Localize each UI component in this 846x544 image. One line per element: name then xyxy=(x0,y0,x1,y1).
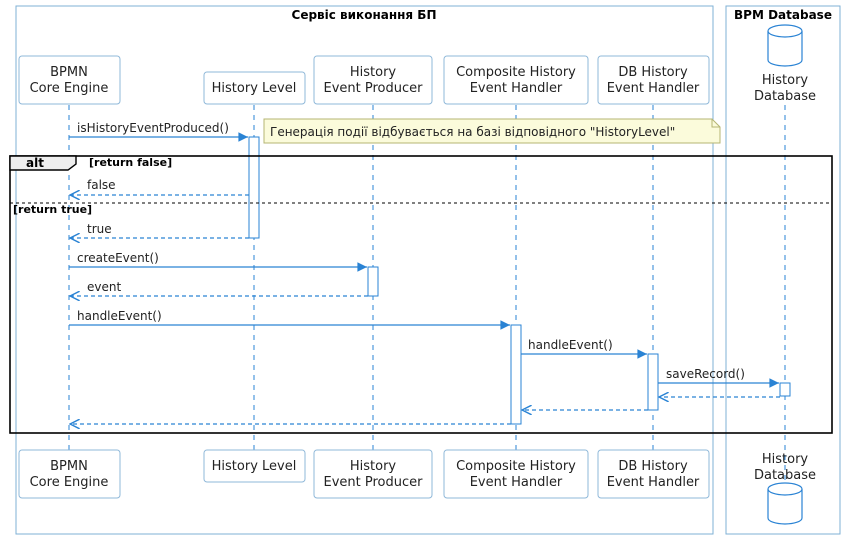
svg-text:Event Handler: Event Handler xyxy=(607,475,700,490)
svg-text:Генерація події відбувається н: Генерація події відбувається на базі від… xyxy=(270,125,675,139)
note: Генерація події відбувається на базі від… xyxy=(263,118,721,144)
participant-db-handler-bottom: DB History Event Handler xyxy=(597,449,710,499)
participant-composite-top: Composite History Event Handler xyxy=(443,55,589,105)
participant-producer-top: History Event Producer xyxy=(313,55,433,105)
svg-text:handleEvent(): handleEvent() xyxy=(77,309,162,323)
message-is-history-event-produced: isHistoryEventProduced() xyxy=(69,121,248,142)
svg-text:BPMN: BPMN xyxy=(50,65,88,80)
svg-text:isHistoryEventProduced(): isHistoryEventProduced() xyxy=(77,121,229,135)
svg-text:[return true]: [return true] xyxy=(13,203,92,216)
activation-database xyxy=(779,382,791,397)
svg-text:Event Producer: Event Producer xyxy=(324,81,424,96)
participant-history-level-bottom: History Level xyxy=(203,449,306,483)
participant-producer-bottom: History Event Producer xyxy=(313,449,433,499)
svg-text:Composite History: Composite History xyxy=(456,65,576,80)
svg-text:handleEvent(): handleEvent() xyxy=(528,338,613,352)
svg-text:Core Engine: Core Engine xyxy=(30,475,109,490)
svg-text:false: false xyxy=(87,178,116,192)
participant-history-level-top: History Level xyxy=(203,71,306,105)
participant-engine-top: BPMN Core Engine xyxy=(18,55,121,105)
message-save-record: saveRecord() xyxy=(658,367,780,388)
participant-db-handler-top: DB History Event Handler xyxy=(597,55,710,105)
svg-text:createEvent(): createEvent() xyxy=(77,251,159,265)
participant-database-bottom: History Database xyxy=(754,452,816,525)
participant-database-top: History Database xyxy=(754,24,816,104)
alt-fragment: alt [return false] [return true] xyxy=(9,155,833,434)
svg-text:saveRecord(): saveRecord() xyxy=(666,367,745,381)
database-icon xyxy=(767,482,803,525)
svg-text:Event Producer: Event Producer xyxy=(324,475,424,490)
svg-text:History Level: History Level xyxy=(212,81,297,96)
activation-composite xyxy=(510,324,522,425)
message-handle-event-db: handleEvent() xyxy=(521,338,648,359)
svg-text:DB History: DB History xyxy=(618,459,688,474)
svg-text:Event Handler: Event Handler xyxy=(470,81,563,96)
svg-text:Event Handler: Event Handler xyxy=(607,81,700,96)
svg-text:BPMN: BPMN xyxy=(50,459,88,474)
service-box-title: Сервіс виконання БП xyxy=(292,8,437,22)
database-box-title: BPM Database xyxy=(734,8,832,22)
svg-text:DB History: DB History xyxy=(618,65,688,80)
svg-text:History: History xyxy=(350,65,397,80)
svg-text:Core Engine: Core Engine xyxy=(30,81,109,96)
message-return-true: true xyxy=(70,222,249,238)
service-box xyxy=(15,5,714,535)
message-handle-event-composite: handleEvent() xyxy=(69,309,510,330)
message-return-event: event xyxy=(70,280,368,296)
database-box xyxy=(725,5,841,535)
svg-text:History: History xyxy=(350,459,397,474)
database-icon xyxy=(767,24,803,67)
activation-producer xyxy=(367,266,379,297)
svg-text:History: History xyxy=(762,73,809,88)
svg-text:Database: Database xyxy=(754,89,816,104)
svg-text:alt: alt xyxy=(26,156,44,170)
svg-text:Database: Database xyxy=(754,468,816,483)
svg-text:Event Handler: Event Handler xyxy=(470,475,563,490)
svg-text:History: History xyxy=(762,452,809,467)
message-return-false: false xyxy=(70,178,249,195)
svg-text:true: true xyxy=(87,222,112,236)
svg-text:Composite History: Composite History xyxy=(456,459,576,474)
activation-db-handler xyxy=(647,353,659,411)
svg-text:History Level: History Level xyxy=(212,459,297,474)
svg-text:[return false]: [return false] xyxy=(89,156,172,169)
message-create-event: createEvent() xyxy=(69,251,367,272)
participant-engine-bottom: BPMN Core Engine xyxy=(18,449,121,499)
participant-composite-bottom: Composite History Event Handler xyxy=(443,449,589,499)
svg-text:event: event xyxy=(87,280,121,294)
activation-history-level xyxy=(248,136,260,239)
